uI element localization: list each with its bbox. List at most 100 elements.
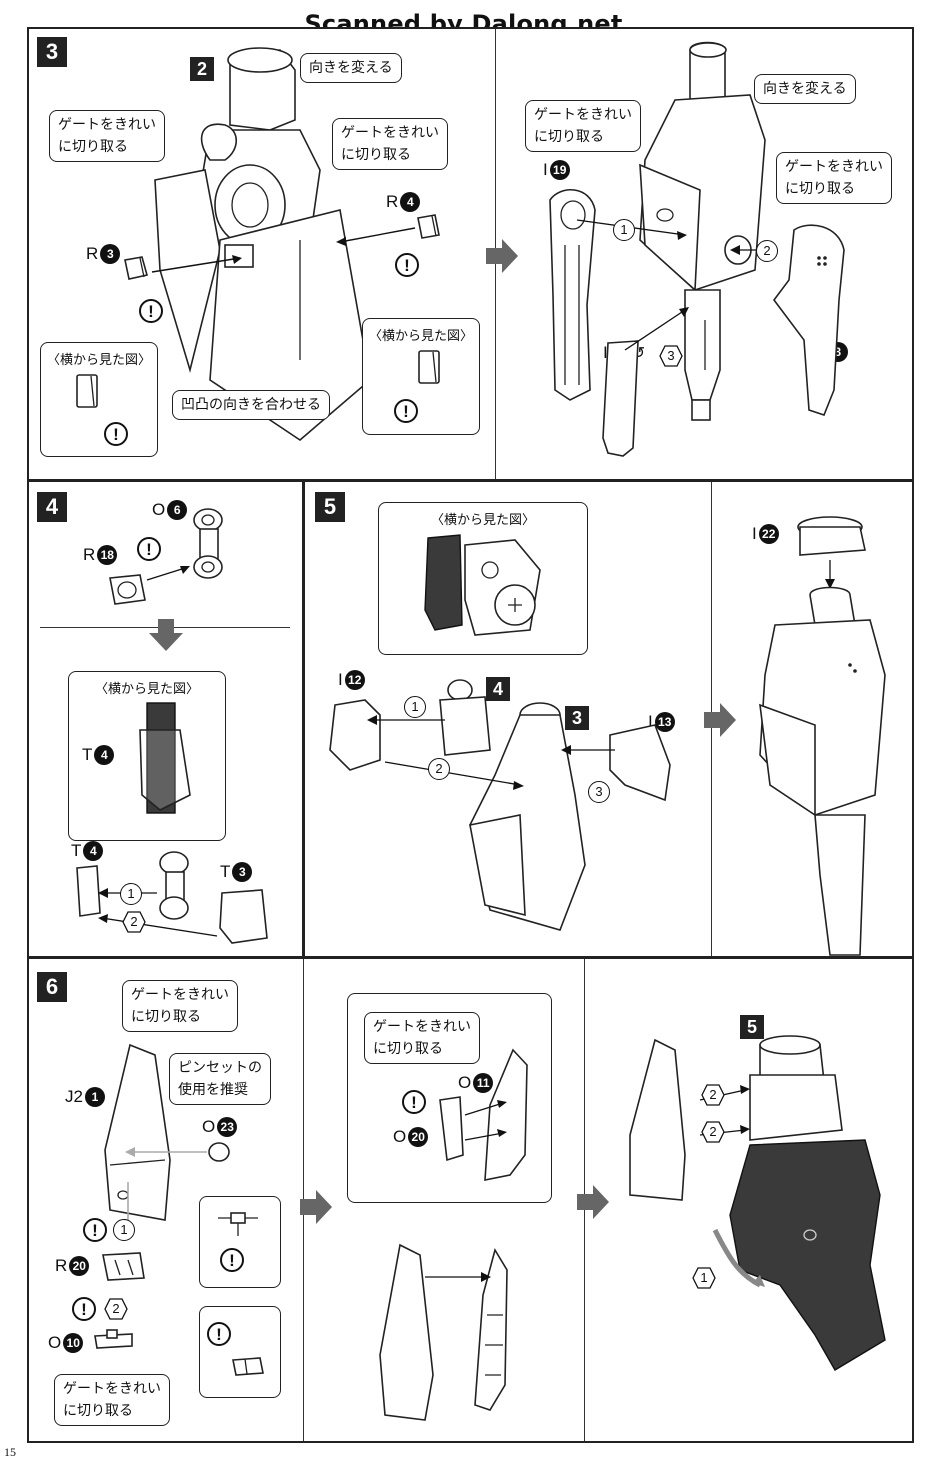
part-letter: I [648,712,653,731]
callout-line1: ゲートをきれい [58,117,156,133]
callout-change-direction-right: 向きを変える [754,74,856,104]
ref-2: 2 [190,57,214,81]
step-number-3: 3 [37,37,67,67]
side-view-caption: 〈横から見た図〉 [94,682,199,697]
step-number-6: 6 [37,972,67,1002]
side-view-caption: 〈横から見た図〉 [46,353,151,368]
side-view-caption: 〈横から見た図〉 [430,513,535,528]
part-letter: I [603,343,608,362]
callout-line1: ゲートをきれい [341,125,439,141]
detail-o10-illustration [232,1357,264,1376]
detail-box-o10 [199,1306,281,1398]
order-number: 3 [667,348,675,363]
part-letter: O [48,1333,62,1352]
order-circle-icon: 1 [404,696,426,718]
order-number: 2 [130,914,138,929]
order-hexagon-icon: 2 [701,1121,725,1143]
arrow-r4 [336,227,416,246]
part-number: 20 [69,1256,90,1276]
order-hexagon-icon: 2 [701,1084,725,1106]
part-letter: O [152,500,166,519]
step-3-torso-illustration [154,47,371,442]
callout-line2: に切り取る [63,1403,133,1419]
detail-box-r20 [199,1196,281,1288]
part-number: 12 [344,670,365,690]
part-letter: R [386,192,399,211]
warning-icon: ! [139,299,163,323]
part-number: 20 [408,1127,429,1147]
o10-illustration [94,1329,133,1349]
part-number: 23 [217,1117,238,1137]
step-6-middle-assembly-illustration [379,1243,508,1421]
part-letter: J2 [65,1087,83,1106]
warning-icon: ! [83,1218,107,1242]
ref-4: 4 [486,677,510,701]
order-circle-icon: 3 [588,781,610,803]
part-number: 13 [654,712,675,732]
step-arrow-icon [704,703,736,737]
side-view-step5-illustration [424,534,541,636]
warning-icon: ! [395,253,419,277]
callout-line2: に切り取る [131,1009,201,1025]
side-view-part-left [76,374,98,408]
step-6-final-illustration [629,1035,886,1371]
callout-tweezers: ピンセットの 使用を推奨 [169,1053,271,1105]
ref-3: 3 [565,706,589,730]
part-letter: I [752,524,757,543]
callout-gate-right2: ゲートをきれい に切り取る [776,152,892,204]
step-arrow-icon [486,239,518,273]
arrow-r18 [146,566,190,581]
callout-gate-step6: ゲートをきれい に切り取る [122,980,238,1032]
warning-icon: ! [220,1248,244,1272]
step-5-result-illustration [759,516,886,956]
side-view-part-right [418,350,440,384]
step-5-parts-illustration [329,679,671,931]
part-number: 22 [758,524,779,544]
callout-line2: に切り取る [785,181,855,197]
callout-gate-o10: ゲートをきれい に切り取る [54,1374,170,1426]
step-arrow-icon [577,1185,609,1219]
order-hexagon-icon: 2 [122,911,146,933]
down-arrow-icon [149,619,183,651]
order-number: 2 [709,1087,717,1102]
part-r4-illustration [417,214,440,239]
armor-i8-illustration [773,224,845,416]
callout-line1: ゲートをきれい [63,1381,161,1397]
part-number: 1 [84,1087,105,1107]
part-number: 11 [473,1073,494,1093]
step-number-5: 5 [315,492,345,522]
part-letter: O [202,1117,216,1136]
order-circle-icon: 2 [756,240,778,262]
warning-icon: ! [104,422,128,446]
order-circle-icon: 1 [120,883,142,905]
step-4-parts-illustration [76,851,268,944]
order-hexagon-icon: 2 [104,1298,128,1320]
part-number: 4 [94,745,115,765]
order-circle-icon: 1 [113,1219,135,1241]
ref-5: 5 [740,1015,764,1039]
warning-icon: ! [402,1090,426,1114]
side-view-t4-illustration [139,702,191,814]
part-number: 19 [549,160,570,180]
callout-line2: に切り取る [373,1041,443,1057]
part-number: 3 [232,862,253,882]
o6-joint-illustration [193,508,223,579]
detail-r20-illustration [218,1212,258,1236]
callout-gate-upper: ゲートをきれい に切り取る [525,100,641,152]
step-arrow-icon [300,1190,332,1224]
armor-i4-illustration [602,340,639,457]
warning-icon: ! [394,399,418,423]
callout-gate-right: ゲートをきれい に切り取る [332,118,448,170]
callout-line2: 使用を推奨 [178,1082,248,1098]
warning-icon: ! [207,1322,231,1346]
order-hexagon-icon: 1 [692,1267,716,1289]
callout-line2: に切り取る [534,129,604,145]
